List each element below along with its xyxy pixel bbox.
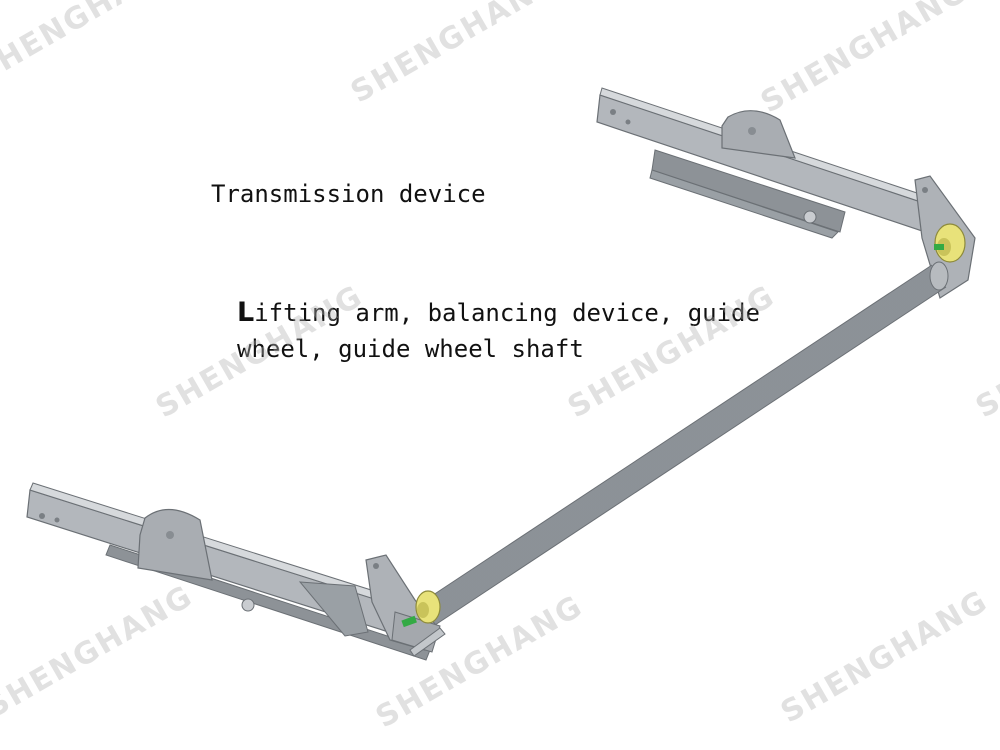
components-label-initial: L bbox=[237, 297, 255, 328]
guide-wheel-far bbox=[934, 223, 966, 263]
components-label: Lifting arm, balancing device, guide whe… bbox=[237, 295, 760, 367]
lifting-arm-near bbox=[26, 482, 446, 661]
guide-wheel-shaft bbox=[417, 261, 949, 628]
components-label-line1-rest: ifting arm, balancing device, guide bbox=[254, 299, 760, 327]
components-label-line1: Lifting arm, balancing device, guide bbox=[237, 295, 760, 331]
components-label-line2: wheel, guide wheel shaft bbox=[237, 335, 584, 363]
guide-wheel-near bbox=[401, 590, 441, 628]
transmission-device-label: Transmission device bbox=[211, 180, 486, 208]
lifting-arm-far bbox=[596, 87, 976, 299]
